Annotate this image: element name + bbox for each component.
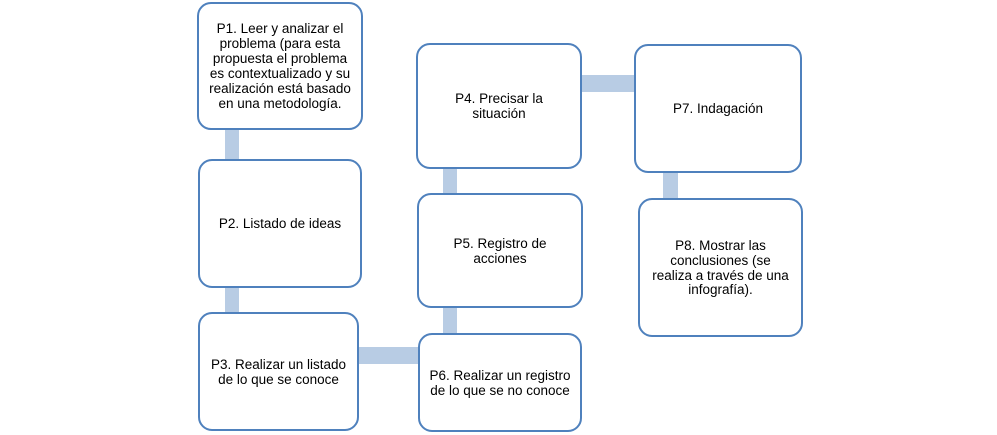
flowchart-node-p1: P1. Leer y analizar el problema (para es… xyxy=(197,2,363,130)
connector-p7-p8 xyxy=(663,171,678,200)
node-label-p6: P6. Realizar un registro de lo que se no… xyxy=(429,367,571,398)
node-label-p2: P2. Listado de ideas xyxy=(218,216,342,231)
flowchart-node-p2: P2. Listado de ideas xyxy=(198,159,362,288)
connector-p5-p6 xyxy=(443,306,457,335)
node-label-p1: P1. Leer y analizar el problema (para es… xyxy=(209,21,351,111)
node-label-p5: P5. Registro de acciones xyxy=(453,235,547,266)
node-label-p7: P7. Indagación xyxy=(672,101,764,116)
node-label-p4: P4. Precisar la situación xyxy=(455,91,543,121)
flowchart-node-p3: P3. Realizar un listado de lo que se con… xyxy=(198,312,359,431)
node-label-p8: P8. Mostrar las conclusiones (se realiza… xyxy=(652,237,789,298)
flowchart-node-p5: P5. Registro de acciones xyxy=(417,193,583,308)
connector-p2-p3 xyxy=(225,286,239,314)
connector-p4-p5 xyxy=(443,167,457,195)
flowchart-node-p6: P6. Realizar un registro de lo que se no… xyxy=(418,333,582,432)
connector-p4-p7 xyxy=(580,75,636,92)
connector-p1-p2 xyxy=(225,128,239,161)
node-label-p3: P3. Realizar un listado de lo que se con… xyxy=(210,356,347,387)
connector-p3-p6 xyxy=(357,347,420,364)
flowchart-node-p7: P7. Indagación xyxy=(634,44,802,173)
flowchart-node-p8: P8. Mostrar las conclusiones (se realiza… xyxy=(638,198,803,337)
flowchart-node-p4: P4. Precisar la situación xyxy=(416,43,582,169)
